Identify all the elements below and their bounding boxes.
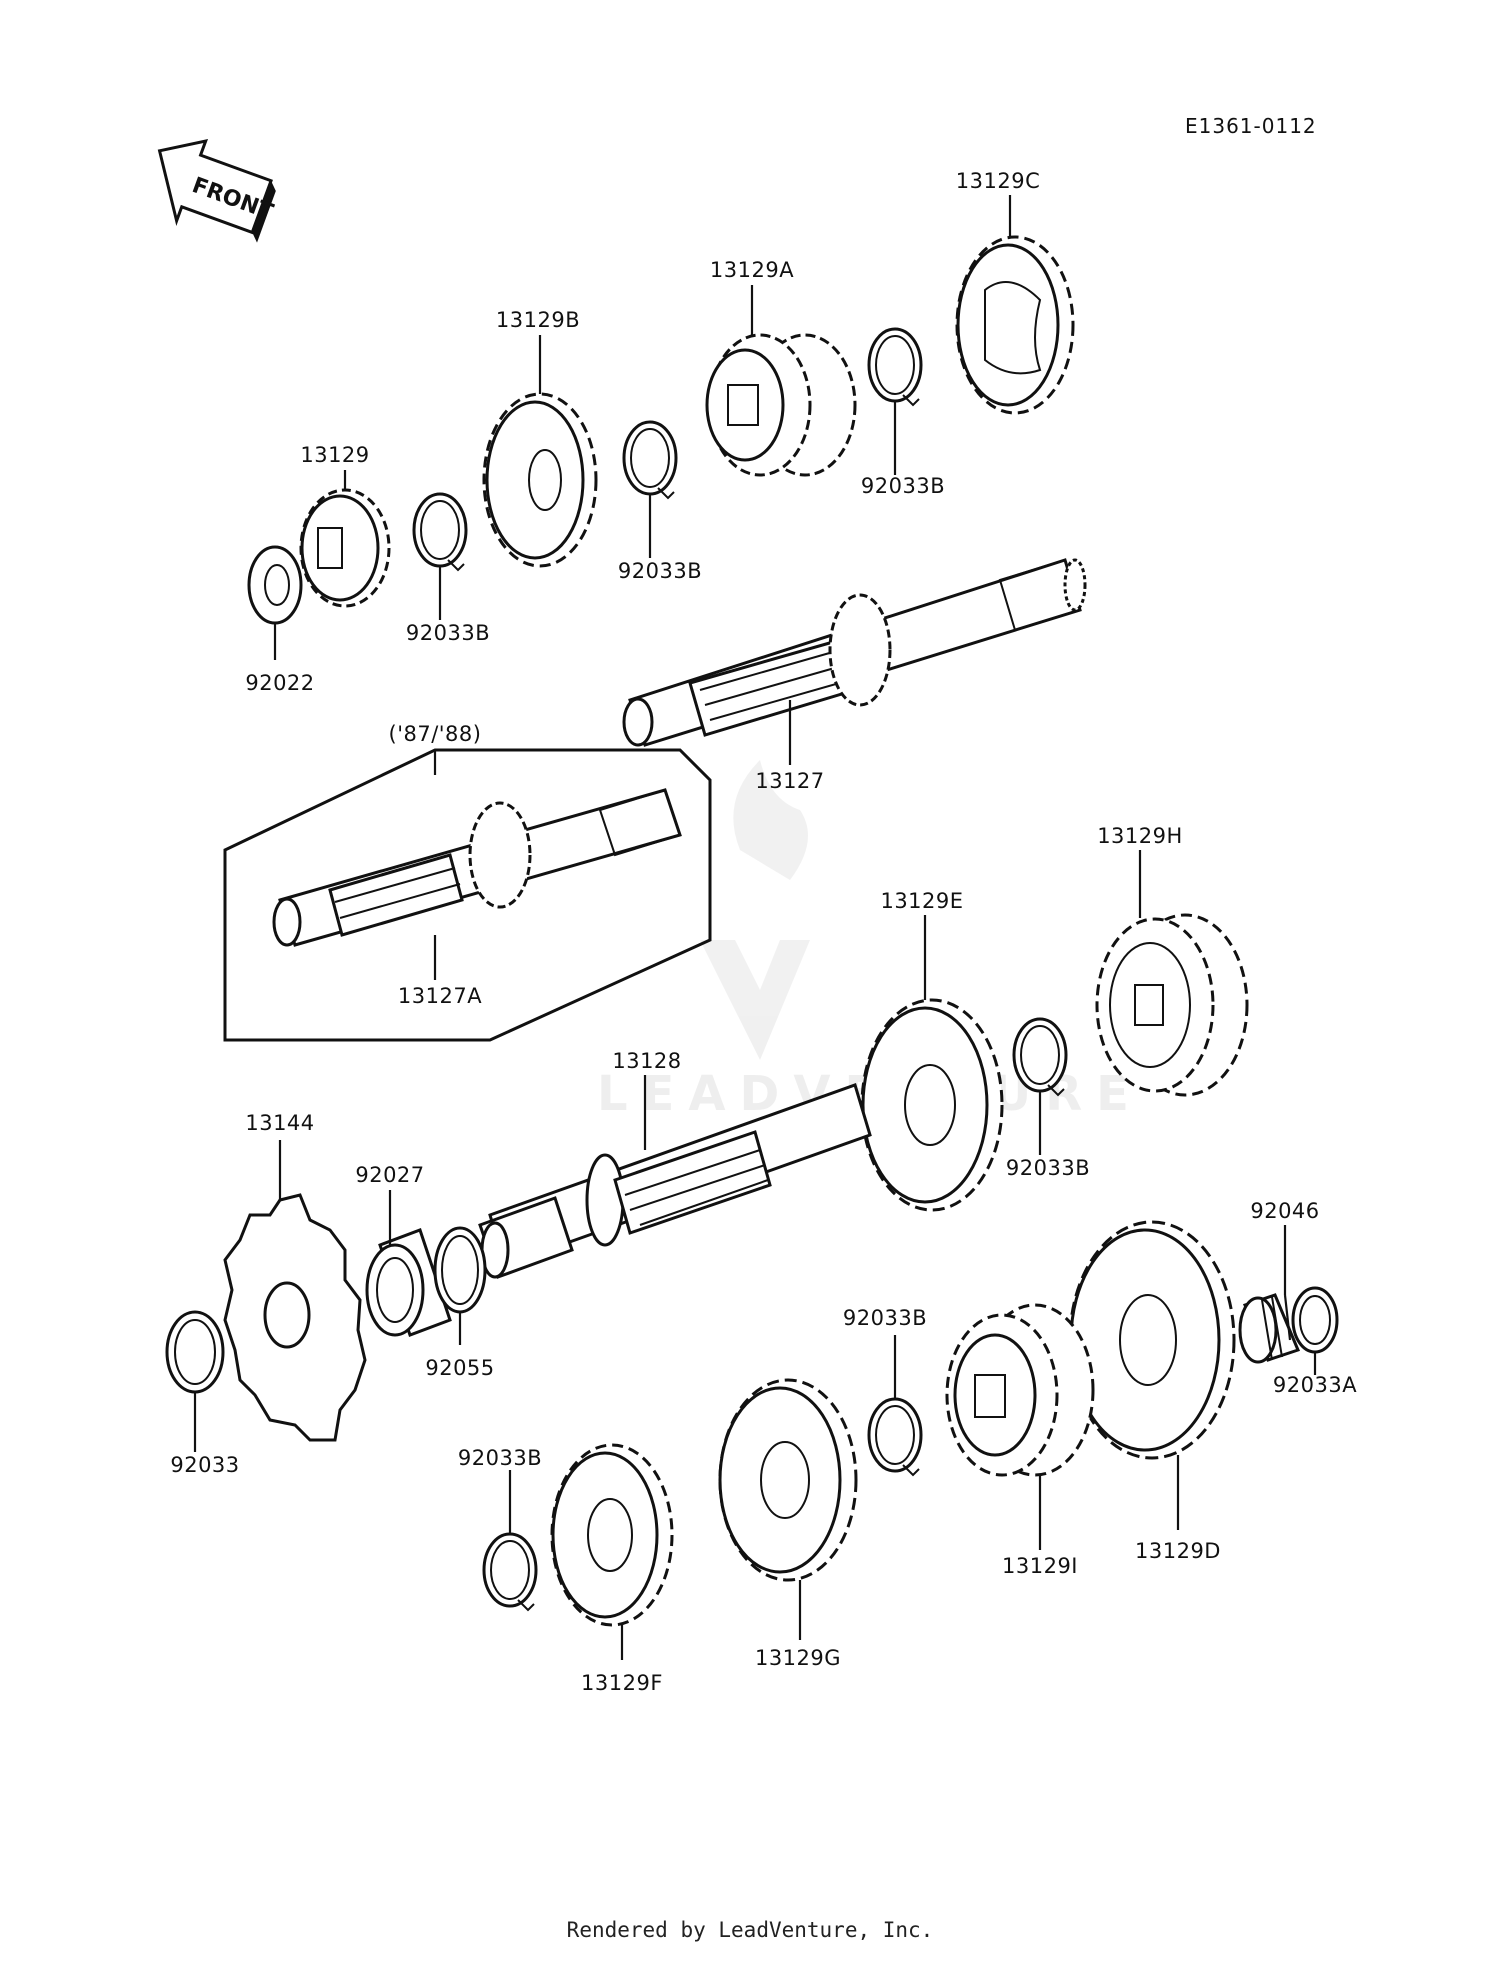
label-13129A: 13129A (710, 258, 794, 282)
gear-13129C (955, 195, 1075, 415)
diagram-reference-code: E1361-0112 (1185, 114, 1317, 138)
label-13129B: 13129B (496, 308, 580, 332)
label-92033: 92033 (170, 1453, 239, 1477)
clip-92033B-a (412, 492, 468, 620)
label-92033B-e: 92033B (843, 1306, 927, 1330)
label-13128: 13128 (612, 1049, 681, 1073)
label-13129D: 13129D (1135, 1539, 1221, 1563)
gear-13129B (482, 335, 598, 568)
label-92027: 92027 (355, 1163, 424, 1187)
label-13127A: 13127A (398, 984, 482, 1008)
label-92033B-f: 92033B (458, 1446, 542, 1470)
clip-92033A (1291, 1286, 1339, 1375)
front-arrow-icon: FRONT (157, 138, 276, 243)
label-13144: 13144 (245, 1111, 314, 1135)
label-92046: 92046 (1250, 1199, 1319, 1223)
label-13127: 13127 (755, 769, 824, 793)
gear-13129A (705, 285, 857, 477)
gear-13129G (718, 1378, 858, 1640)
label-92022: 92022 (245, 671, 314, 695)
shaft-13127 (622, 558, 1087, 765)
clip-92033B-d (1012, 1017, 1068, 1155)
label-92055: 92055 (425, 1356, 494, 1380)
label-92033B-d: 92033B (1006, 1156, 1090, 1180)
variant-box-13127A (223, 748, 712, 1042)
label-92033B-b: 92033B (618, 559, 702, 583)
label-92033A: 92033A (1273, 1373, 1357, 1397)
label-13129F: 13129F (581, 1671, 663, 1695)
variant-note: ('87/'88) (389, 722, 482, 746)
label-92033B-a: 92033B (406, 621, 490, 645)
label-13129H: 13129H (1097, 824, 1183, 848)
clip-92033B-b (622, 420, 678, 558)
clip-92033 (165, 1310, 225, 1452)
gear-13129I (945, 1303, 1095, 1550)
label-13129: 13129 (300, 443, 369, 467)
gear-13129E (860, 915, 1004, 1212)
footer-credit: Rendered by LeadVenture, Inc. (567, 1918, 934, 1942)
washer-92022 (247, 545, 303, 660)
bearing-92046 (1238, 1225, 1301, 1364)
gear-13129D (1068, 1220, 1236, 1530)
label-13129I: 13129I (1002, 1554, 1078, 1578)
gear-13129 (299, 470, 391, 608)
label-92033B-c: 92033B (861, 474, 945, 498)
sprocket-13144 (223, 1140, 367, 1442)
label-13129G: 13129G (755, 1646, 841, 1670)
oring-92055 (433, 1226, 487, 1345)
collar-92027 (365, 1190, 452, 1337)
clip-92033B-f (482, 1470, 538, 1612)
label-13129E: 13129E (880, 889, 963, 913)
label-13129C: 13129C (956, 169, 1040, 193)
clip-92033B-c (867, 327, 923, 475)
gear-13129F (550, 1443, 674, 1660)
shaft-13128 (478, 1075, 872, 1279)
gear-13129H (1095, 850, 1249, 1097)
clip-92033B-e (867, 1335, 923, 1477)
